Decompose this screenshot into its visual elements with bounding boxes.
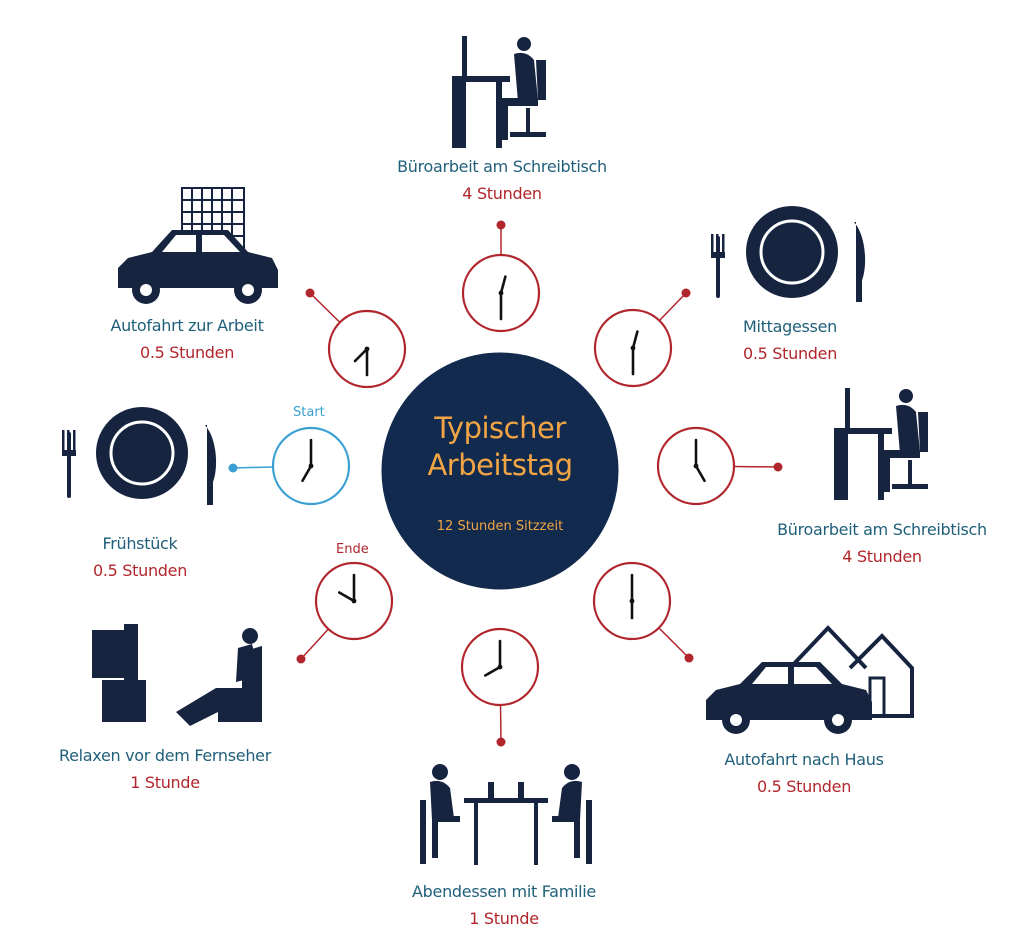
connector-dot bbox=[496, 220, 506, 230]
label-fruehstueck: Frühstück 0.5 Stunden bbox=[40, 530, 240, 584]
activity-duration: 0.5 Stunden bbox=[92, 561, 188, 580]
hour-hand bbox=[337, 591, 356, 603]
clock-hub bbox=[364, 346, 370, 352]
center-subtitle: 12 Stunden Sitzzeit bbox=[436, 519, 564, 534]
activity-duration: 0.5 Stunden bbox=[139, 343, 235, 362]
hour-hand bbox=[483, 665, 502, 677]
activity-title: Autofahrt zur Arbeit bbox=[110, 316, 264, 335]
clock-icon bbox=[305, 288, 407, 389]
connector-dot bbox=[773, 462, 783, 472]
family-dinner-icon bbox=[420, 764, 592, 865]
connector-line bbox=[733, 465, 779, 468]
activity-title: Autofahrt nach Haus bbox=[724, 750, 884, 769]
hour-hand bbox=[301, 464, 313, 483]
connector-dot bbox=[296, 654, 306, 664]
connector-dot bbox=[228, 463, 238, 473]
activity-title: Büroarbeit am Schreibtisch bbox=[397, 157, 607, 176]
end-marker-label: Ende bbox=[336, 542, 369, 557]
hour-hand bbox=[499, 275, 507, 295]
label-autofahrt-haus: Autofahrt nach Haus 0.5 Stunden bbox=[676, 746, 932, 800]
clock-hub bbox=[630, 345, 636, 351]
clock-icon bbox=[593, 288, 691, 388]
clock-hub bbox=[693, 463, 699, 469]
center-title: Typischer Arbeitstag bbox=[380, 410, 620, 484]
activity-title: Frühstück bbox=[102, 534, 178, 553]
desk-worker-icon bbox=[452, 36, 546, 148]
activity-title: Büroarbeit am Schreibtisch bbox=[777, 520, 987, 539]
hour-hand bbox=[694, 464, 706, 483]
activity-duration: 4 Stunden bbox=[462, 184, 542, 203]
clock-hub bbox=[308, 463, 314, 469]
connector-line bbox=[658, 292, 687, 322]
clock-icon bbox=[228, 426, 351, 506]
connector-dot bbox=[496, 737, 506, 747]
plate-cutlery-icon bbox=[711, 206, 866, 302]
desk-worker-icon bbox=[834, 388, 928, 500]
clock-hub bbox=[629, 598, 635, 604]
clock-icon bbox=[461, 220, 541, 333]
connector-line bbox=[300, 628, 329, 660]
connector-dot bbox=[681, 288, 691, 298]
tv-armchair-icon bbox=[92, 624, 262, 726]
clock-icon bbox=[656, 426, 783, 506]
activity-duration: 0.5 Stunden bbox=[742, 344, 838, 363]
clock-icon bbox=[460, 627, 540, 747]
clock-icon bbox=[296, 561, 394, 664]
center-title-line2: Arbeitstag bbox=[427, 448, 573, 482]
clock-hub bbox=[498, 290, 504, 296]
activity-duration: 1 Stunde bbox=[469, 909, 539, 928]
label-buero-1: Büroarbeit am Schreibtisch 4 Stunden bbox=[362, 153, 642, 207]
center-title-line1: Typischer bbox=[434, 411, 566, 445]
clock-hub bbox=[497, 664, 503, 670]
activity-duration: 0.5 Stunden bbox=[756, 777, 852, 796]
activity-title: Abendessen mit Familie bbox=[412, 882, 596, 901]
center-circle bbox=[378, 349, 622, 593]
label-abendessen: Abendessen mit Familie 1 Stunde bbox=[376, 878, 632, 932]
connector-dot bbox=[305, 288, 315, 298]
start-marker-label: Start bbox=[293, 405, 325, 420]
label-fernsehen: Relaxen vor dem Fernseher 1 Stunde bbox=[20, 742, 310, 796]
label-mittagessen: Mittagessen 0.5 Stunden bbox=[690, 313, 890, 367]
connector-line bbox=[658, 627, 690, 659]
clock-icon bbox=[592, 561, 694, 663]
connector-line bbox=[232, 466, 274, 469]
hour-hand bbox=[353, 347, 369, 363]
connector-line bbox=[309, 292, 341, 323]
hour-hand bbox=[631, 330, 639, 350]
activity-duration: 1 Stunde bbox=[130, 773, 200, 792]
clock-hub bbox=[351, 598, 357, 604]
label-autofahrt-arbeit: Autofahrt zur Arbeit 0.5 Stunden bbox=[62, 312, 312, 366]
activity-title: Relaxen vor dem Fernseher bbox=[59, 746, 271, 765]
car-office-icon bbox=[118, 187, 278, 304]
label-buero-2: Büroarbeit am Schreibtisch 4 Stunden bbox=[744, 516, 1020, 570]
activity-duration: 4 Stunden bbox=[842, 547, 922, 566]
plate-cutlery-icon bbox=[62, 407, 217, 505]
activity-title: Mittagessen bbox=[743, 317, 837, 336]
connector-dot bbox=[684, 653, 694, 663]
car-house-icon bbox=[706, 625, 914, 734]
